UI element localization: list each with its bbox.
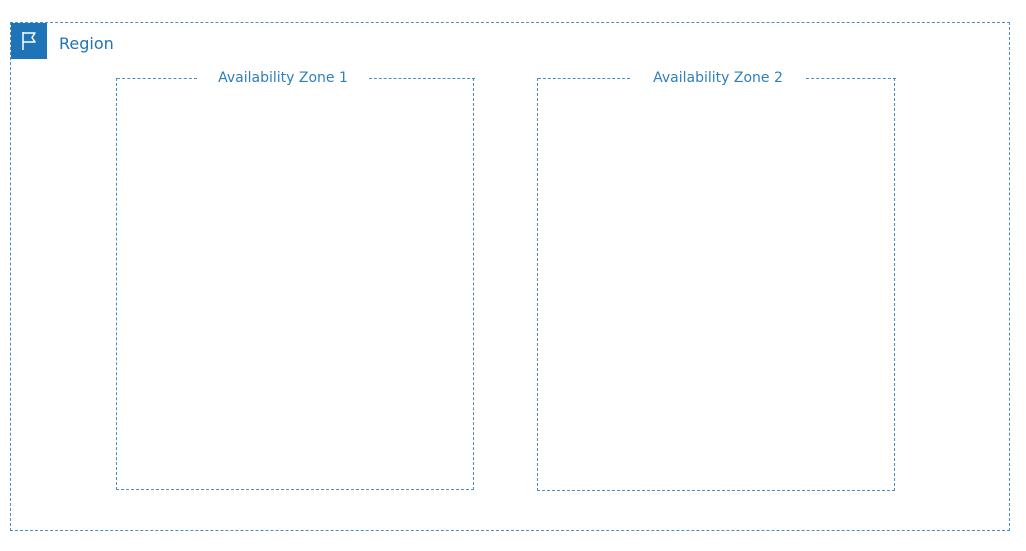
az2-top-border-left [538,78,630,79]
availability-zone-2: Availability Zone 2 [537,70,896,491]
region-group: Region [10,22,1010,531]
az2-label: Availability Zone 2 [653,70,783,86]
flag-icon [11,23,47,59]
flag-glyph [22,32,36,50]
az1-top-border-right [369,78,475,79]
az1-label: Availability Zone 1 [218,70,348,86]
az2-top-border-right [806,78,896,79]
az1-top-border-left [117,78,197,79]
region-label: Region [59,34,114,53]
availability-zone-1: Availability Zone 1 [116,70,475,490]
